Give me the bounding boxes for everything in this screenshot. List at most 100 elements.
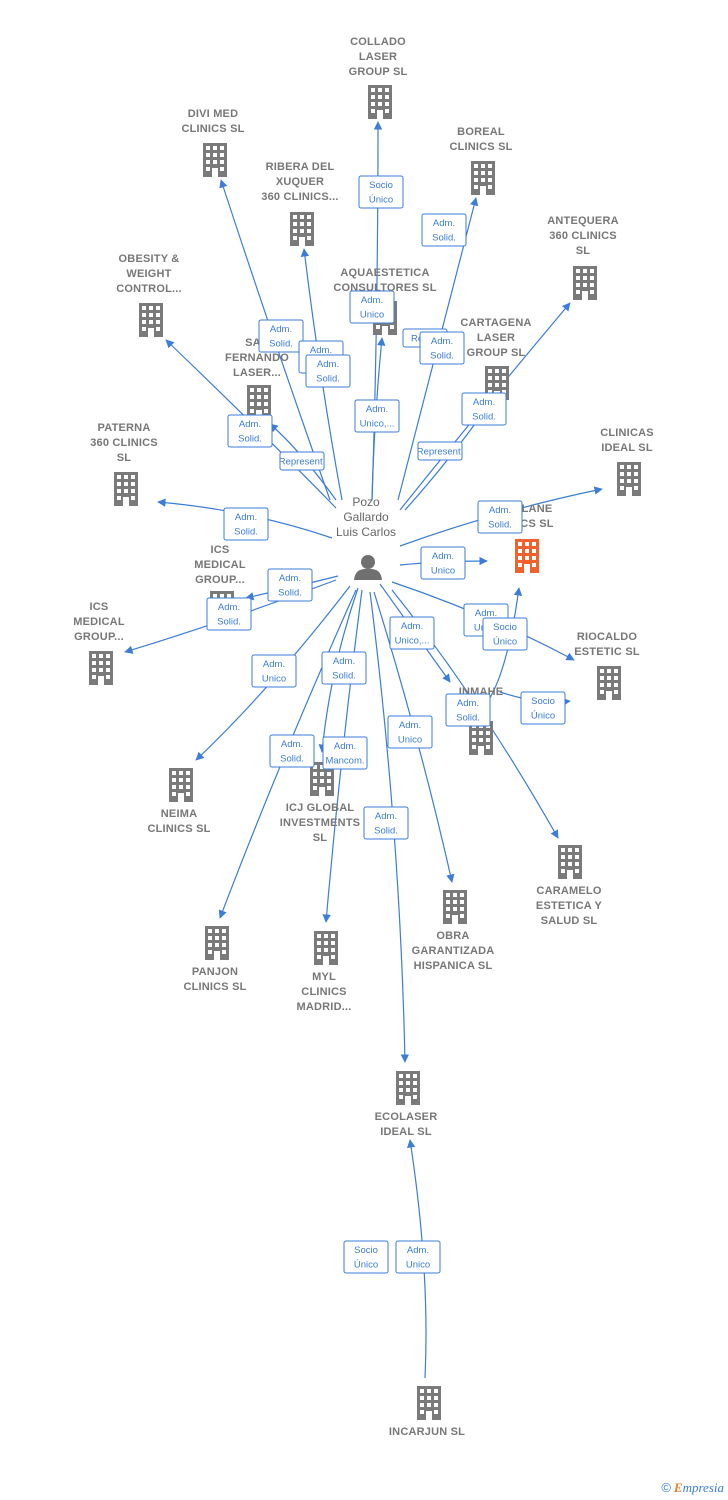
relation-label[interactable]: Adm.Solid. [461,392,507,426]
company-name-line: GARANTIZADA [412,945,495,957]
relation-label-line: Represent. [279,457,325,468]
relation-label-line: Solid. [432,233,456,244]
relation-label[interactable]: Adm.Mancom. [322,736,368,770]
relation-label[interactable]: Adm.Solid. [363,806,409,840]
relation-label-line: Adm. [475,608,497,619]
relation-label[interactable]: Adm.Unico [420,546,466,580]
company-name-line: ICS [211,544,230,556]
company-name-line: PANJON [192,966,238,978]
company-name-line: MYL [312,971,336,983]
building-icon [203,143,227,177]
relation-label-text: Represent. [417,447,463,458]
company-name-line: CS SL [520,518,553,530]
relation-label-text: Adm.Unico [262,659,286,685]
company-name-line: OBESITY & [119,253,180,265]
relation-label-line: Adm. [457,698,479,709]
relation-label[interactable]: Represent. [417,441,463,461]
building-icon [471,161,495,195]
company-name-line: HISPANICA SL [414,960,493,972]
relation-label[interactable]: Adm.Unico [251,654,297,688]
person-name-line: Gallardo [343,510,389,524]
building-icon [597,666,621,700]
company-name-line: LASER [477,332,515,344]
relation-label-box [269,734,315,768]
building-icon [573,266,597,300]
relation-label-box [387,715,433,749]
relation-label-text: Adm.Solid. [234,512,258,538]
relation-label[interactable]: Adm.Solid. [206,597,252,631]
relation-label[interactable]: Adm.Solid. [258,319,304,353]
relation-label-box [358,175,404,209]
relation-label-box [389,616,435,650]
relation-label-text: Adm.Solid. [488,505,512,531]
person-icon [354,555,382,580]
relation-label[interactable]: Represent. [279,451,325,471]
relation-label-line: Único [493,637,517,648]
relation-label-box [206,597,252,631]
relation-label-box [267,568,313,602]
relation-label[interactable]: Adm.Unico [349,290,395,324]
person-name-line: Pozo [352,495,380,509]
relation-label[interactable]: Adm. Solid. [445,693,491,727]
company-name-line: INCARJUN SL [389,1426,465,1438]
relation-label-line: Adm. [334,741,356,752]
relation-label-box [482,617,528,651]
relation-label[interactable]: Adm.Solid. [223,507,269,541]
relation-label[interactable]: Adm.Solid. [477,500,523,534]
relation-label[interactable]: Adm.Solid. [419,331,465,365]
relation-label[interactable]: Adm.Unico [395,1240,441,1274]
company-name-line: AQUAESTETICA [340,267,429,279]
company-node-incarjun[interactable]: INCARJUN SL [389,1386,465,1438]
company-name-line: COLLADO [350,36,406,48]
relation-label-line: Adm. [281,739,303,750]
relation-label[interactable]: Adm.Solid. [267,568,313,602]
relation-label-box [420,546,466,580]
relation-label-line: Adm. [399,720,421,731]
company-name-line: MEDICAL [194,559,246,571]
relation-label[interactable]: Adm.Solid. [421,213,467,247]
relation-label[interactable]: Adm.Solid. [269,734,315,768]
footer-brand[interactable]: ©Empresia [661,1480,724,1496]
relation-label-box [279,451,325,471]
company-name: INCARJUN SL [389,1426,465,1438]
company-name-line: SALUD SL [541,915,598,927]
company-name-line: FERNANDO [225,352,289,364]
relation-label[interactable]: Adm.Unico [387,715,433,749]
relation-label[interactable]: Adm.Solid. [305,354,351,388]
relation-label[interactable]: Adm.Unico,... [354,399,400,433]
relation-label[interactable]: Adm.Solid. [321,651,367,685]
relation-label[interactable]: Adm.Solid. [227,414,273,448]
relation-label[interactable]: Adm.Unico,... [389,616,435,650]
relation-label-line: Solid. [456,713,480,724]
